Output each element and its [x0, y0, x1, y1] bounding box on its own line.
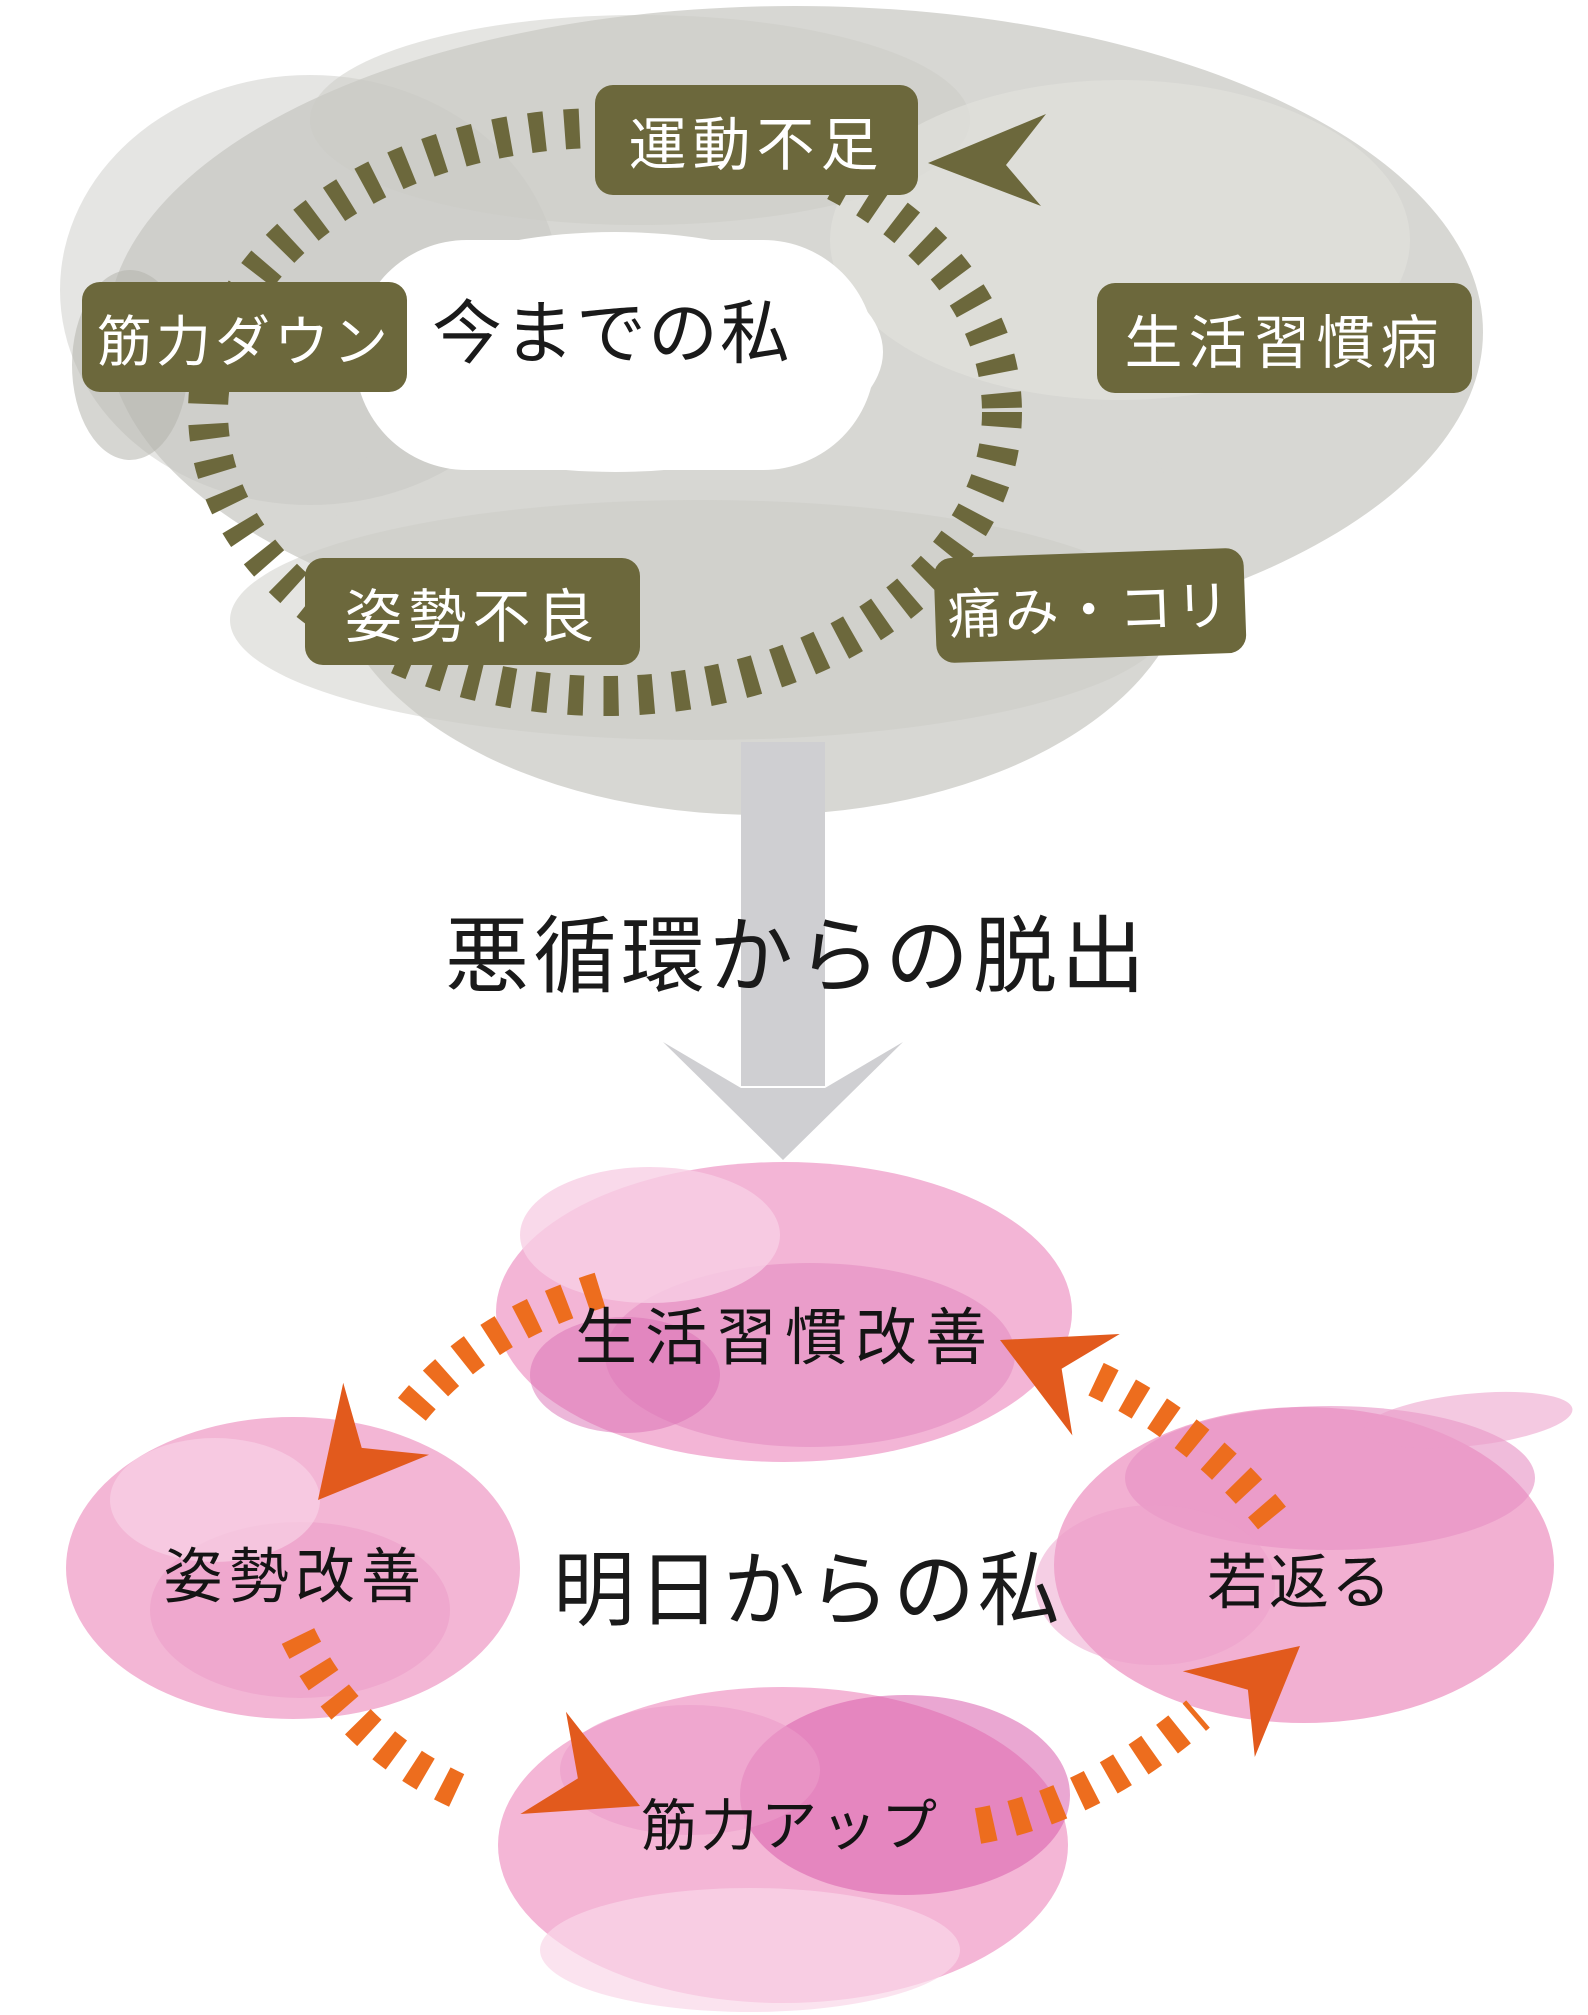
- label-box-seikatsu-shukanbyo: 生活習慣病: [1097, 283, 1472, 393]
- pink-texture-patch: [110, 1438, 320, 1562]
- vicious-cycle-arrowhead-icon: [928, 114, 1046, 206]
- label-text: 姿勢不良: [344, 582, 601, 651]
- pink-blob-shisei-kaizen: [66, 1417, 520, 1719]
- label-wakagaeru: 若返る: [1207, 1548, 1393, 1619]
- positive-arrowhead-into-seikatsu-kaizen-icon: [1000, 1334, 1120, 1436]
- label-seikatsu-kaizen: 生活習慣改善: [574, 1301, 996, 1374]
- label-kinryoku-up: 筋力アップ: [641, 1794, 941, 1860]
- down-arrow-head: [663, 1042, 903, 1160]
- positive-arc-bottom-to-right: [974, 1700, 1210, 1844]
- positive-arrowhead-into-shisei-kaizen-icon: [318, 1382, 430, 1500]
- positive-arrowhead-into-kinryoku-up-icon: [520, 1711, 640, 1815]
- down-arrow-stem: [741, 742, 825, 1086]
- label-box-shisei-furyo: 姿勢不良: [305, 558, 640, 665]
- positive-cycle-arrowheads: [318, 1334, 1300, 1815]
- transition-down-arrow-icon: [663, 742, 903, 1160]
- pink-blob-kinryoku-up: [498, 1687, 1070, 2012]
- label-text: 痛み・コリ: [946, 574, 1234, 647]
- positive-arc-right-to-top: [1072, 1355, 1286, 1530]
- positive-arc-left-to-bottom: [281, 1628, 481, 1815]
- positive-arrowhead-into-wakagaeru-icon: [1182, 1646, 1300, 1758]
- pink-texture-patch: [1035, 1505, 1275, 1665]
- label-text: 筋力ダウン: [96, 310, 392, 374]
- bottom-cycle-center-label: 明日からの私: [552, 1543, 1064, 1639]
- positive-cycle-dashed-arcs: [281, 1272, 1286, 1844]
- pink-texture-patch: [740, 1695, 1070, 1895]
- pink-texture-streak: [1363, 1391, 1573, 1449]
- label-box-itami-kori: 痛み・コリ: [933, 547, 1247, 664]
- pink-texture-patch: [150, 1522, 450, 1698]
- top-cycle-center-label: 今までの私: [432, 292, 792, 375]
- pink-blob-seikatsu-kaizen: [496, 1162, 1072, 1462]
- pink-texture-patch: [520, 1167, 780, 1303]
- transition-caption: 悪循環からの脱出: [444, 907, 1150, 1006]
- label-text: 生活習慣病: [1124, 309, 1445, 377]
- pink-texture-patch: [540, 1888, 960, 2012]
- label-shisei-kaizen: 姿勢改善: [163, 1542, 427, 1613]
- pink-blob-wakagaeru: [1035, 1391, 1573, 1723]
- label-box-undou-busoku: 運動不足: [595, 85, 918, 195]
- label-text: 運動不足: [628, 111, 885, 179]
- pink-texture-patch: [530, 1317, 720, 1433]
- white-center-hole: [347, 232, 883, 472]
- label-box-kinryoku-down: 筋力ダウン: [82, 282, 407, 392]
- positive-arc-top-to-left: [387, 1272, 606, 1433]
